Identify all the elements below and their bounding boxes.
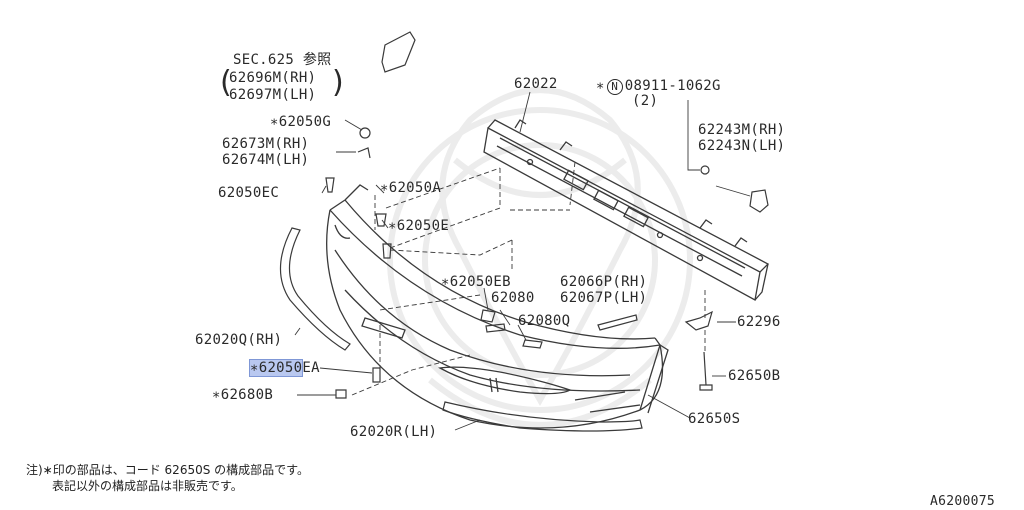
label-62080q: 62080Q xyxy=(518,313,571,329)
label-62050eb: ∗62050EB xyxy=(441,274,511,290)
label-62673m: 62673M(RH) xyxy=(222,136,310,152)
label-62050a: ∗62050A xyxy=(380,180,442,196)
footnote-line-2: 表記以外の構成部品は非販売です。 xyxy=(52,479,243,493)
label-62243m: 62243M(RH) xyxy=(698,122,786,138)
label-62050ea-suffix: EA xyxy=(302,360,320,376)
diagram-code: A6200075 xyxy=(930,494,996,509)
label-62050e: ∗62050E xyxy=(388,218,450,234)
label-bolt-qty: (2) xyxy=(632,93,659,109)
watermark-emblem xyxy=(387,87,693,428)
bracket-right: ) xyxy=(332,65,344,100)
label-62050ec: 62050EC xyxy=(218,185,280,201)
label-sec625: SEC.625 参照 xyxy=(233,52,332,68)
label-62020q: 62020Q(RH) xyxy=(195,332,283,348)
bolt-number: 08911-1062G xyxy=(624,78,721,94)
reinforcement-beam xyxy=(483,119,770,302)
bolt-circle-n: N xyxy=(606,79,623,95)
bumper-fascia xyxy=(326,184,669,429)
label-62020r: 62020R(LH) xyxy=(350,424,438,440)
label-62050ea: ∗62050EA xyxy=(248,359,320,377)
label-62697m: 62697M(LH) xyxy=(229,87,317,103)
small-parts xyxy=(279,31,769,432)
label-62066p: 62066P(RH) xyxy=(560,274,648,290)
label-62067p: 62067P(LH) xyxy=(560,290,648,306)
highlighted-part-number: ∗62050 xyxy=(248,359,304,377)
label-62296: 62296 xyxy=(737,314,781,330)
label-62674m: 62674M(LH) xyxy=(222,152,310,168)
label-62650b: 62650B xyxy=(728,368,781,384)
bolt-prefix: ∗ xyxy=(596,78,605,94)
label-62680b: ∗62680B xyxy=(212,387,274,403)
label-62080: 62080 xyxy=(491,290,535,306)
label-62243n: 62243N(LH) xyxy=(698,138,786,154)
footnote-line-1: 注)∗印の部品は、コード 62650S の構成部品です。 xyxy=(26,463,309,477)
leader-lines xyxy=(294,91,751,431)
label-62050g: ∗62050G xyxy=(270,114,332,130)
bracket-left: ( xyxy=(220,65,232,100)
label-62650s: 62650S xyxy=(688,411,741,427)
dashed-lines xyxy=(351,161,706,396)
label-62696m: 62696M(RH) xyxy=(229,70,317,86)
label-62022: 62022 xyxy=(514,76,558,92)
